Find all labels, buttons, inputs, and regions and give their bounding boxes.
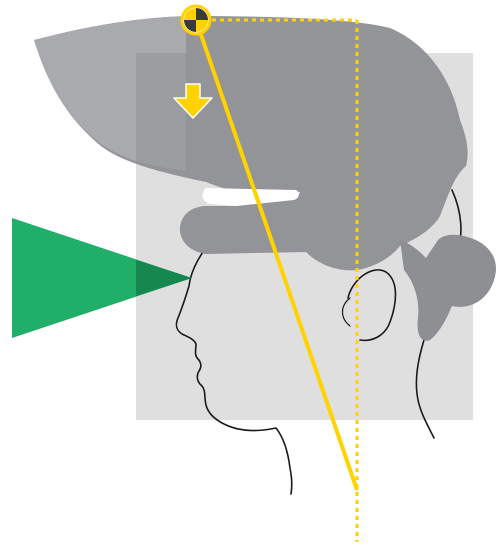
- visor-frame-overlap: [136, 53, 186, 170]
- center-of-gravity-marker-icon: [182, 6, 210, 34]
